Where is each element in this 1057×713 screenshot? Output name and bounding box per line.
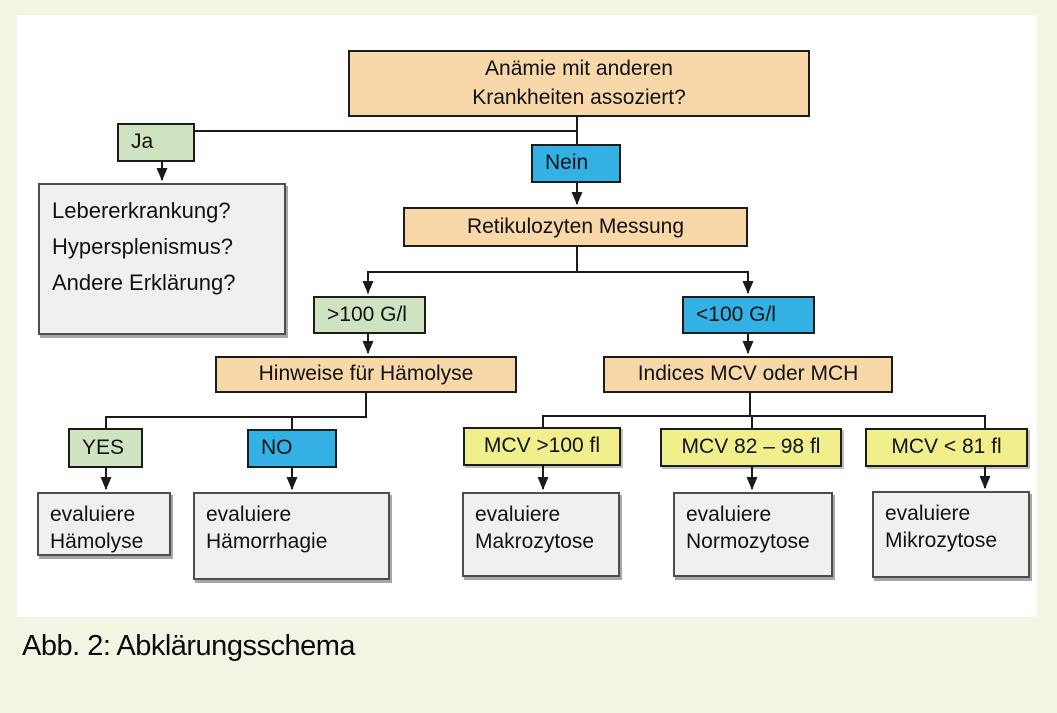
node-evaluate-macrocytosis: evaluiere Makrozytose [462, 492, 620, 577]
node-reticulocytes-gt-100: >100 G/l [313, 296, 426, 334]
node-evaluate-normocytosis: evaluiere Normozytose [673, 492, 833, 577]
node-other-causes: Lebererkrankung? Hypersplenismus? Andere… [38, 183, 286, 335]
node-mcv-gt-100: MCV >100 fl [463, 427, 621, 466]
node-hemolysis-evidence: Hinweise für Hämolyse [215, 356, 517, 393]
node-reticulocytes-lt-100: <100 G/l [682, 296, 815, 334]
node-root-question: Anämie mit anderen Krankheiten assoziert… [348, 50, 810, 117]
node-nein: Nein [531, 144, 621, 183]
node-yes: YES [68, 428, 143, 468]
node-no: NO [247, 429, 337, 468]
node-mcv-82-98: MCV 82 – 98 fl [660, 428, 842, 467]
node-reticulocyte-measurement: Retikulozyten Messung [403, 207, 748, 247]
node-indices-mcv-mch: Indices MCV oder MCH [603, 356, 893, 393]
node-evaluate-hemolysis: evaluiere Hämolyse [37, 492, 171, 556]
node-mcv-lt-81: MCV < 81 fl [865, 428, 1028, 467]
node-evaluate-hemorrhage: evaluiere Hämorrhagie [193, 492, 390, 580]
node-evaluate-microcytosis: evaluiere Mikrozytose [872, 491, 1030, 578]
node-ja: Ja [117, 123, 195, 162]
figure-caption: Abb. 2: Abklärungsschema [22, 630, 355, 662]
